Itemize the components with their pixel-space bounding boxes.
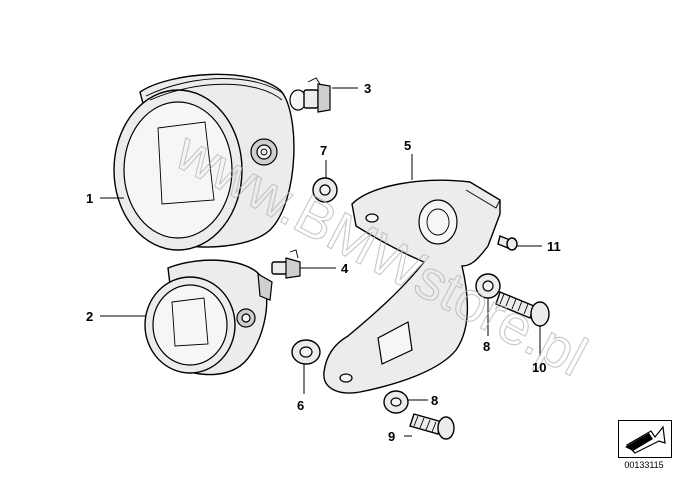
callout-2: 2 (86, 309, 93, 324)
small-headlight (144, 259, 273, 376)
screw-10 (495, 291, 550, 327)
callout-3: 3 (364, 81, 371, 96)
bulb-holder (271, 249, 301, 279)
callout-5: 5 (404, 138, 411, 153)
washer-7 (312, 177, 338, 203)
callout-9: 9 (388, 429, 395, 444)
callout-4: 4 (341, 261, 349, 276)
callout-11: 11 (547, 239, 561, 254)
screw-11 (497, 235, 518, 251)
callout-8-lower: 8 (431, 393, 438, 408)
callout-1: 1 (86, 191, 93, 206)
bulb (289, 77, 331, 113)
callout-8-upper: 8 (483, 339, 490, 354)
screw-9 (409, 413, 455, 440)
arrow-icon (625, 425, 666, 454)
washer-8-upper (475, 273, 501, 299)
washer-6 (291, 339, 321, 365)
callout-10: 10 (532, 360, 546, 375)
washer-8-lower (383, 390, 409, 414)
callout-7: 7 (320, 143, 327, 158)
reference-number: 00133115 (624, 460, 664, 470)
callout-labels: 1 2 3 4 5 6 7 8 8 9 10 11 (86, 81, 561, 444)
callout-6: 6 (297, 398, 304, 413)
reference-box (618, 420, 672, 458)
mounting-bracket (323, 179, 501, 394)
large-headlight (113, 73, 295, 251)
leader-lines (100, 87, 542, 437)
